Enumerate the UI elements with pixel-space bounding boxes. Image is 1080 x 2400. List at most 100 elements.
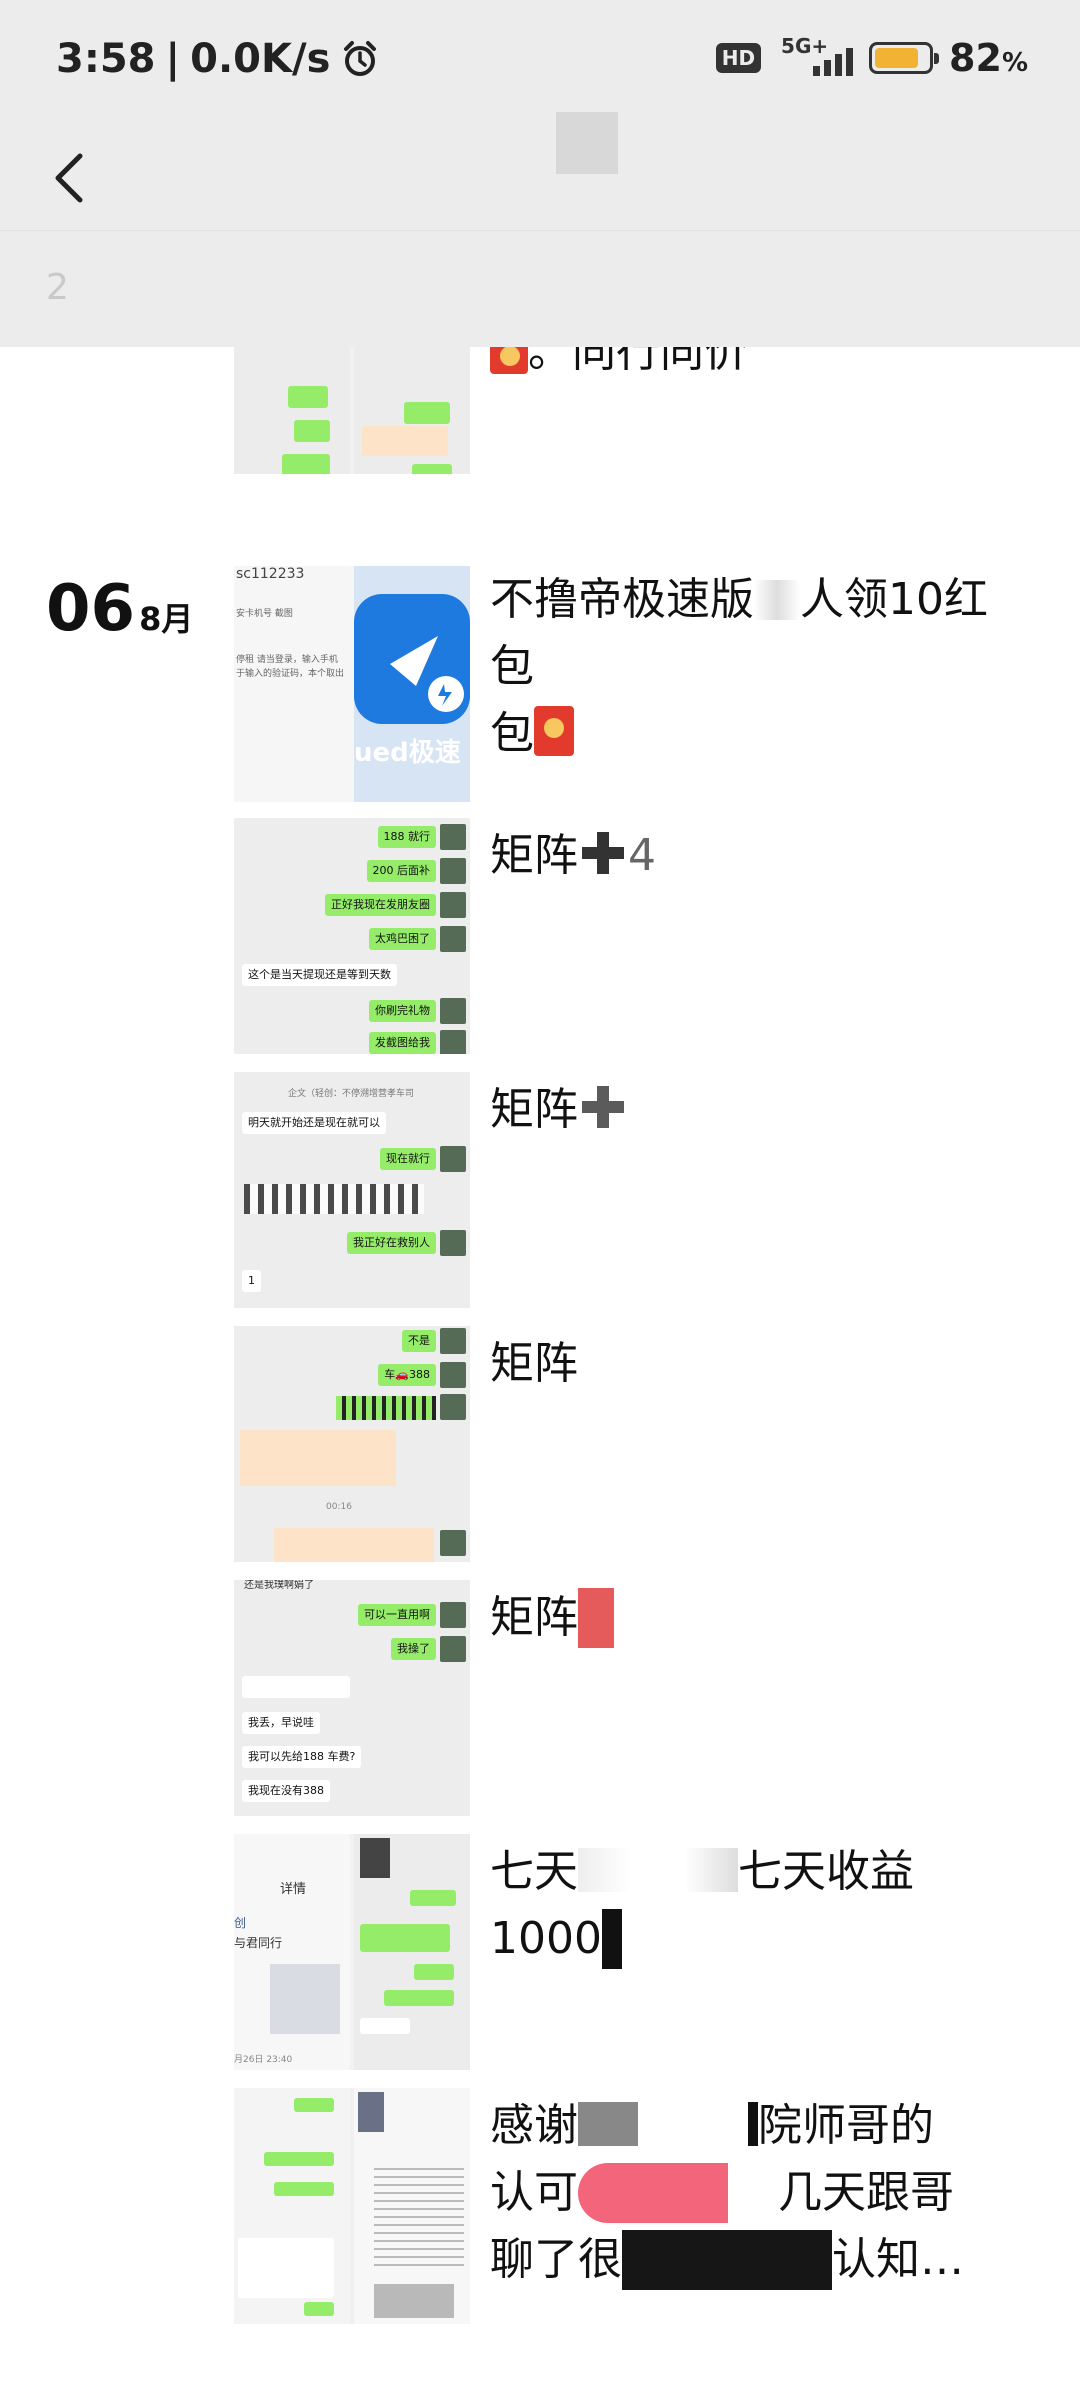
redacted-block <box>578 1848 738 1892</box>
post-text[interactable]: 不撸帝极速版人领10红包 包 <box>490 574 988 759</box>
post-thumbnail[interactable]: 188 就行 200 后面补 正好我现在发朋友圈 太鸡巴困了 这个是当天提现还是… <box>234 818 470 1054</box>
post-thumbnail[interactable]: 还是我璞啊娟了 可以一直用啊 我操了 我丢，早说哇 我可以先给188 车费? 我… <box>234 1580 470 1816</box>
plus-emoji-icon <box>582 1086 624 1128</box>
post-text[interactable]: 感谢院师哥的 认可几天跟哥 聊了很认知… <box>490 2092 1030 2293</box>
chat-bubble-green <box>264 2152 334 2166</box>
redacted-block <box>601 1909 622 1969</box>
chat-bubble-green <box>412 464 452 474</box>
post-text[interactable]: 矩阵 <box>490 1584 1030 1651</box>
chat-bubble-white: 这个是当天提现还是等到天数 <box>242 964 397 986</box>
avatar <box>440 1030 466 1054</box>
title-placeholder <box>556 112 618 174</box>
chat-bubble-green: 发截图给我 <box>369 1032 436 1054</box>
chat-bubble-green <box>288 386 328 408</box>
avatar <box>440 926 466 952</box>
app-logo-icon <box>354 566 470 802</box>
chat-bubble-white <box>242 1676 350 1698</box>
chat-bubble-white <box>238 2238 334 2298</box>
back-button[interactable] <box>30 136 110 216</box>
chat-bubble-white: 明天就开始还是现在就可以 <box>242 1112 386 1134</box>
avatar <box>440 1146 466 1172</box>
thumb-image <box>358 2092 384 2132</box>
alarm-clock-icon <box>344 41 377 76</box>
chat-bubble-green: 你刷完礼物 <box>369 1000 436 1022</box>
post-text[interactable]: 七天七天收益 1000 <box>490 1838 1030 1972</box>
avatar <box>440 824 466 850</box>
chat-bubble-green <box>360 1924 450 1952</box>
chat-bubble-green <box>414 1964 454 1980</box>
chat-bubble-green: 车🚗388 <box>378 1364 436 1386</box>
redacted-block <box>578 1588 614 1648</box>
status-bar: 3:58 | 0.0K/s HD 5G+ 82% <box>0 0 1080 120</box>
chat-bubble-green: 200 后面补 <box>366 860 436 882</box>
chat-bubble-green <box>384 1990 454 2006</box>
chat-top-text: 还是我璞啊娟了 <box>244 1580 314 1591</box>
thumb-text-block <box>374 2168 464 2268</box>
chat-header-text: 企文（轻创：不停溯增营孝车司 <box>288 1089 415 1099</box>
status-right: HD 5G+ 82% <box>715 34 1028 80</box>
redacted-block <box>578 2102 758 2146</box>
status-time: 3:58 <box>56 36 156 82</box>
chat-bubble-green: 我正好在救别人 <box>347 1232 436 1254</box>
date-month: 8月 <box>139 600 194 638</box>
avatar <box>440 1362 466 1388</box>
post-text[interactable]: 矩阵 <box>490 1076 1030 1143</box>
post-thumbnail[interactable]: 详情 创 与君同行 月26日 23:40 <box>234 1834 470 2070</box>
avatar <box>440 1328 466 1354</box>
detail-line: 创 <box>234 1916 247 1930</box>
chat-bubble-white: 我可以先给188 车费? <box>242 1746 362 1768</box>
detail-date: 月26日 23:40 <box>234 2055 293 2065</box>
voice-time: 00:16 <box>326 1502 352 1512</box>
subheader-bar: 2 <box>0 231 1080 347</box>
post-thumbnail[interactable]: 不是 车🚗388 00:16 <box>234 1326 470 1562</box>
hd-badge: HD <box>715 43 762 73</box>
signal-strength-icon: 5G+ <box>777 34 854 78</box>
redacted-block <box>622 2230 832 2290</box>
redacted-block <box>578 2163 778 2223</box>
subheader-text: 2 <box>46 267 69 308</box>
app-caption: ued极速 <box>354 738 461 768</box>
chat-bubble-white: 我现在没有388 <box>242 1780 330 1802</box>
status-net-speed: 0.0K/s <box>190 36 331 82</box>
chat-bubble-green: 太鸡巴困了 <box>369 928 436 950</box>
thumb-cell: sc112233 安卡机号 截图 停租 请当登录，输入手机 于输入的验证码，本个… <box>234 566 354 802</box>
chat-bubble-white <box>360 2018 410 2034</box>
avatar <box>440 1602 466 1628</box>
avatar <box>440 892 466 918</box>
chat-bubble-white: 我丢，早说哇 <box>242 1712 320 1734</box>
battery-fill <box>875 48 919 68</box>
thumb-cell: 详情 创 与君同行 月26日 23:40 <box>234 1834 350 2070</box>
chat-bubble-green: 可以一直用啊 <box>358 1604 436 1626</box>
thumb-image <box>374 2284 454 2318</box>
red-packet-icon <box>534 706 574 756</box>
nav-bar <box>0 120 1080 231</box>
chat-bubble-green <box>404 402 450 424</box>
status-left: 3:58 | 0.0K/s <box>56 36 380 82</box>
image-block <box>362 426 448 456</box>
image-block <box>240 1430 396 1486</box>
chat-bubble-green: 188 就行 <box>377 826 436 848</box>
plus-emoji-icon <box>582 832 624 874</box>
thumb-cell <box>354 1834 470 2070</box>
thumb-cell <box>354 2088 470 2324</box>
post-thumbnail[interactable] <box>234 2088 470 2324</box>
redacted-block <box>754 580 800 620</box>
chat-bubble-white: 1 <box>242 1270 261 1292</box>
chat-bubble-green <box>294 2098 334 2112</box>
signal-bars <box>813 48 854 76</box>
post-thumbnail[interactable]: 企文（轻创：不停溯增营孝车司 明天就开始还是现在就可以 现在就行 我正好在救别人… <box>234 1072 470 1308</box>
status-separator: | <box>165 36 181 82</box>
image-block <box>274 1528 434 1562</box>
post-text[interactable]: 矩阵 <box>490 1338 578 1389</box>
avatar <box>440 1394 466 1420</box>
chat-bubble-green: 现在就行 <box>380 1148 436 1170</box>
chat-bubble-green <box>304 2302 334 2316</box>
app-line-text: 停租 请当登录，输入手机 <box>236 655 338 665</box>
back-chevron-icon <box>55 153 83 203</box>
battery-percent: 82% <box>949 36 1028 80</box>
avatar <box>440 858 466 884</box>
app-thumbnail: ued极速 <box>354 566 470 802</box>
